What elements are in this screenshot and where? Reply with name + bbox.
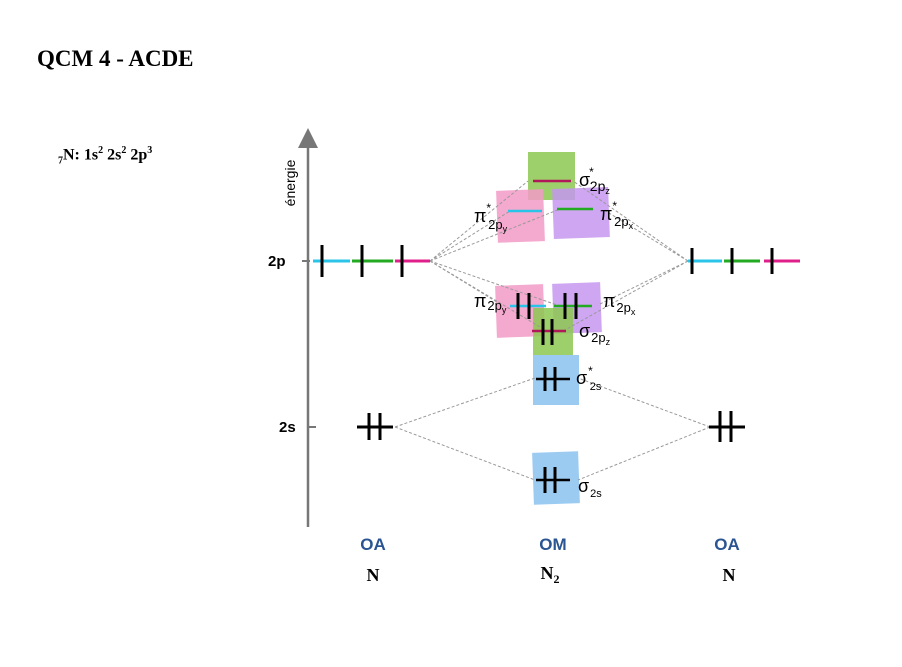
middle-column-header: OM — [539, 535, 566, 554]
label-pi-2py-star: π*2py — [474, 201, 508, 234]
label-pi-2py: π2py — [474, 291, 507, 315]
left-species: N — [367, 565, 380, 585]
energy-axis-label: énergie — [282, 159, 298, 206]
left-2s-electrons — [367, 413, 382, 440]
mo-electrons — [516, 293, 578, 493]
box-pi-2py — [495, 284, 545, 338]
left-2p-electrons — [320, 245, 404, 277]
config-electrons-1s: 2 — [98, 145, 104, 156]
page-title: QCM 4 - ACDE — [37, 46, 194, 71]
box-pi-2py-star — [496, 189, 545, 243]
level-label-2s: 2s — [279, 419, 296, 436]
right-species: N — [723, 565, 736, 585]
right-2p-electrons — [690, 248, 774, 274]
config-orbital-1s: 1s — [83, 146, 99, 164]
atomic-number: 7 — [58, 155, 63, 167]
label-sigma-2s-star: σ*2s — [576, 364, 602, 393]
correlation-lines — [394, 180, 711, 481]
left-column-header: OA — [360, 535, 386, 554]
level-label-2p: 2p — [268, 253, 286, 270]
right-2s-electrons — [718, 411, 733, 442]
label-pi-2px: π2px — [603, 291, 636, 317]
label-pi-2px-star: π*2px — [600, 199, 634, 231]
right-column-header: OA — [714, 535, 740, 554]
middle-species: N2 — [541, 563, 560, 586]
config-electrons-2p: 3 — [147, 145, 153, 156]
label-sigma-2pz-star: σ*2pz — [579, 165, 610, 196]
box-pi-2px-star — [552, 187, 610, 239]
config-electrons-2s: 2 — [121, 145, 127, 156]
label-sigma-2s: σ2s — [578, 476, 602, 500]
electron-configuration: 7N: 1s2 2s2 2p3 — [58, 145, 152, 167]
config-orbital-2p: 2p — [130, 146, 148, 164]
label-sigma-2pz: σ2pz — [579, 321, 611, 347]
config-orbital-2s: 2s — [107, 146, 122, 164]
element-symbol: N: — [63, 146, 80, 164]
